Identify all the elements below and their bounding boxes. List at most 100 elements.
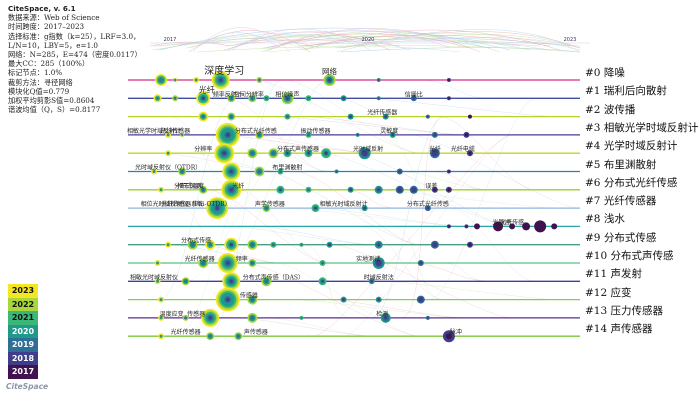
keyword-node[interactable] — [355, 132, 360, 137]
keyword-node[interactable] — [206, 332, 215, 341]
keyword-node[interactable] — [214, 143, 235, 164]
keyword-node[interactable] — [247, 294, 258, 305]
keyword-node[interactable] — [430, 240, 439, 249]
keyword-node[interactable] — [442, 330, 455, 343]
keyword-node[interactable] — [263, 95, 270, 102]
keyword-node[interactable] — [180, 132, 185, 137]
keyword-node[interactable] — [389, 131, 396, 138]
keyword-node[interactable] — [522, 222, 531, 231]
keyword-node[interactable] — [326, 241, 333, 248]
keyword-node[interactable] — [284, 113, 291, 120]
keyword-node[interactable] — [347, 186, 354, 193]
keyword-node[interactable] — [417, 260, 424, 266]
keyword-node[interactable] — [215, 287, 240, 312]
keyword-node[interactable] — [256, 77, 263, 83]
keyword-node[interactable] — [198, 258, 209, 268]
keyword-node[interactable] — [493, 221, 504, 232]
keyword-node[interactable] — [376, 96, 381, 101]
keyword-node[interactable] — [396, 168, 403, 175]
anchor-node[interactable] — [165, 150, 172, 157]
keyword-node[interactable] — [187, 239, 198, 250]
keyword-node[interactable] — [431, 131, 438, 138]
keyword-node[interactable] — [199, 185, 208, 194]
keyword-node[interactable] — [299, 242, 304, 247]
keyword-node[interactable] — [464, 224, 469, 229]
keyword-node[interactable] — [227, 94, 236, 103]
keyword-node[interactable] — [446, 96, 451, 101]
keyword-node[interactable] — [358, 147, 371, 160]
keyword-node[interactable] — [211, 71, 230, 89]
keyword-node[interactable] — [172, 95, 179, 102]
keyword-node[interactable] — [424, 205, 431, 212]
keyword-node[interactable] — [222, 272, 241, 291]
keyword-node[interactable] — [182, 314, 189, 321]
keyword-node[interactable] — [372, 257, 385, 269]
keyword-node[interactable] — [215, 122, 240, 147]
keyword-node[interactable] — [283, 149, 292, 158]
anchor-node[interactable] — [165, 131, 172, 138]
keyword-node[interactable] — [305, 186, 312, 193]
keyword-node[interactable] — [277, 168, 284, 175]
keyword-node[interactable] — [368, 278, 375, 285]
keyword-node[interactable] — [201, 308, 220, 327]
keyword-node[interactable] — [198, 111, 209, 122]
keyword-node[interactable] — [445, 186, 452, 193]
keyword-node[interactable] — [305, 95, 312, 102]
keyword-node[interactable] — [380, 312, 391, 323]
keyword-node[interactable] — [270, 241, 277, 248]
keyword-node[interactable] — [281, 92, 294, 105]
anchor-node[interactable] — [158, 186, 165, 193]
keyword-node[interactable] — [299, 315, 304, 320]
anchor-node[interactable] — [154, 278, 161, 285]
keyword-node[interactable] — [395, 185, 404, 194]
anchor-node[interactable] — [151, 168, 158, 175]
keyword-node[interactable] — [221, 179, 242, 200]
keyword-node[interactable] — [217, 253, 238, 273]
keyword-node[interactable] — [206, 197, 229, 220]
keyword-node[interactable] — [196, 91, 211, 106]
keyword-node[interactable] — [205, 239, 216, 250]
keyword-node[interactable] — [234, 332, 243, 341]
keyword-node[interactable] — [425, 114, 430, 119]
keyword-node[interactable] — [375, 296, 382, 303]
keyword-node[interactable] — [382, 113, 389, 120]
keyword-node[interactable] — [227, 112, 236, 121]
keyword-node[interactable] — [376, 78, 381, 82]
keyword-node[interactable] — [318, 277, 327, 286]
keyword-node[interactable] — [551, 223, 558, 230]
keyword-node[interactable] — [425, 315, 430, 320]
keyword-node[interactable] — [304, 149, 313, 158]
keyword-node[interactable] — [224, 237, 239, 252]
keyword-node[interactable] — [473, 223, 480, 230]
keyword-node[interactable] — [409, 185, 418, 194]
anchor-node[interactable] — [158, 333, 165, 340]
keyword-node[interactable] — [248, 259, 257, 267]
keyword-node[interactable] — [255, 130, 264, 139]
keyword-node[interactable] — [509, 223, 516, 230]
keyword-node[interactable] — [429, 148, 440, 159]
keyword-node[interactable] — [254, 166, 265, 177]
keyword-node[interactable] — [410, 95, 417, 102]
keyword-node[interactable] — [374, 240, 383, 249]
keyword-node[interactable] — [305, 131, 312, 138]
keyword-node[interactable] — [361, 205, 368, 212]
keyword-node[interactable] — [181, 277, 190, 286]
keyword-node[interactable] — [247, 312, 258, 323]
keyword-node[interactable] — [193, 77, 200, 83]
keyword-node[interactable] — [446, 224, 451, 229]
anchor-node[interactable] — [158, 296, 165, 303]
keyword-node[interactable] — [431, 186, 438, 193]
anchor-node[interactable] — [165, 241, 172, 248]
keyword-node[interactable] — [416, 295, 425, 304]
keyword-node[interactable] — [160, 79, 163, 81]
keyword-node[interactable] — [334, 169, 339, 174]
keyword-node[interactable] — [323, 74, 336, 86]
keyword-node[interactable] — [178, 167, 187, 176]
keyword-node[interactable] — [261, 276, 272, 287]
keyword-node[interactable] — [173, 78, 178, 82]
keyword-node[interactable] — [534, 220, 547, 233]
keyword-node[interactable] — [340, 296, 347, 303]
keyword-node[interactable] — [374, 185, 383, 194]
keyword-node[interactable] — [311, 204, 320, 213]
anchor-node[interactable] — [158, 314, 165, 321]
